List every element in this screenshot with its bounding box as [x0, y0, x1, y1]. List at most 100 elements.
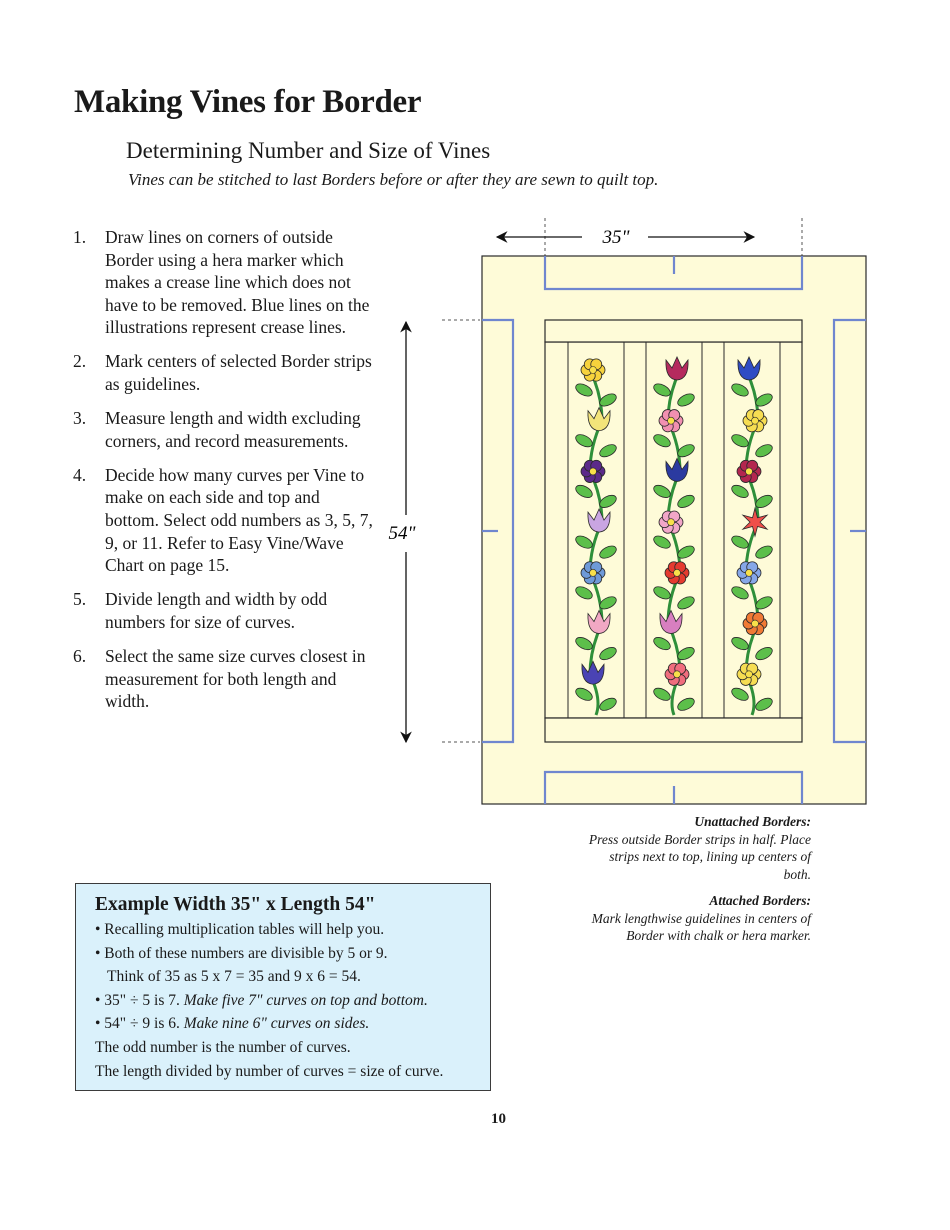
- example-bullet-continued: Think of 35 as 5 x 7 = 35 and 9 x 6 = 54…: [107, 968, 361, 986]
- vine-leaf: [599, 545, 617, 559]
- vine-leaf: [653, 434, 671, 448]
- flower-center: [589, 467, 597, 476]
- step-text: Decide how many curves per Vine to make …: [105, 464, 373, 576]
- vine-leaf: [599, 697, 617, 711]
- vine-leaf: [653, 484, 671, 498]
- example-line: The length divided by number of curves =…: [95, 1062, 444, 1080]
- vine-leaf: [599, 393, 617, 407]
- vine-leaf: [677, 697, 695, 711]
- vine-leaf: [653, 535, 671, 549]
- vine-leaf: [677, 393, 695, 407]
- quilt-border-diagram: 35" 54": [389, 218, 867, 805]
- star-flower: [741, 506, 769, 538]
- flower-vines: [575, 356, 773, 716]
- example-title: Example Width 35" x Length 54": [95, 894, 376, 915]
- vine-leaf: [677, 444, 695, 458]
- flower-center: [673, 670, 681, 679]
- example-bullet: • 35" ÷ 5 is 7. Make five 7" curves on t…: [95, 989, 480, 1013]
- tulip-flower: [659, 609, 683, 634]
- example-bullet: • Both of these numbers are divisible by…: [95, 944, 388, 962]
- vine-leaf: [755, 697, 773, 711]
- vine-leaf: [731, 535, 749, 549]
- step-item: 5. Divide length and width by odd numbers…: [73, 588, 373, 633]
- vine-leaf: [599, 444, 617, 458]
- crease-lines: [482, 256, 866, 804]
- step-item: 4. Decide how many curves per Vine to mak…: [73, 464, 373, 577]
- vine-leaf: [575, 637, 593, 651]
- step-number: 3.: [73, 408, 87, 429]
- vine-leaf: [755, 545, 773, 559]
- vine-leaf: [575, 383, 593, 397]
- step-number: 5.: [73, 589, 87, 610]
- vine-leaf: [677, 647, 695, 661]
- tulip-flower: [587, 406, 611, 432]
- unattached-text: Press outside Border strips in half. Pla…: [588, 831, 811, 882]
- example-bullet-text: • 35" ÷ 5 is 7.: [95, 991, 184, 1009]
- example-bullet-emphasis: Make five 7" curves on top and bottom.: [183, 991, 428, 1009]
- unattached-heading: Unattached Borders:: [694, 814, 811, 829]
- flower-center: [673, 569, 681, 577]
- vine-leaf: [575, 434, 593, 448]
- vine-leaf: [599, 596, 617, 610]
- vine-leaf: [677, 545, 695, 559]
- steps-list: 1. Draw lines on corners of outside Borde…: [73, 226, 373, 724]
- flower-center: [589, 366, 597, 374]
- vine-leaf: [731, 434, 749, 448]
- step-number: 2.: [73, 351, 87, 372]
- vine-leaf: [575, 535, 593, 549]
- tulip-flower: [665, 457, 689, 482]
- vine-leaf: [677, 596, 695, 610]
- vine-leaf: [653, 687, 671, 701]
- flower-center: [745, 670, 753, 679]
- flower-center: [745, 569, 753, 577]
- vine-leaf: [575, 586, 593, 600]
- step-number: 1.: [73, 227, 87, 247]
- example-bullet-text: • 54" ÷ 9 is 6.: [95, 1015, 184, 1033]
- intro-text: Vines can be stitched to last Borders be…: [128, 170, 659, 189]
- inner-border-top: [544, 319, 803, 343]
- attached-heading: Attached Borders:: [709, 893, 811, 908]
- step-number: 6.: [73, 646, 87, 666]
- vine-leaf: [677, 494, 695, 508]
- dimension-guides: 35" 54": [389, 218, 803, 744]
- vine-leaf: [731, 586, 749, 600]
- tulip-flower: [665, 356, 689, 381]
- step-text: Divide length and width by odd numbers f…: [105, 589, 328, 632]
- example-line: The odd number is the number of curves.: [95, 1038, 351, 1056]
- vine-leaf: [653, 637, 671, 651]
- step-item: 1. Draw lines on corners of outside Borde…: [73, 226, 373, 339]
- page-title: Making Vines for Border: [74, 84, 422, 120]
- vine-leaf: [755, 393, 773, 407]
- vine-leaf: [755, 647, 773, 661]
- section-subtitle: Determining Number and Size of Vines: [126, 138, 491, 163]
- step-text: Select the same size curves closest in m…: [105, 646, 366, 712]
- tulip-flower: [587, 508, 611, 533]
- border-notes: Unattached Borders: Press outside Border…: [581, 813, 811, 945]
- step-text: Mark centers of selected Border strips a…: [105, 351, 372, 395]
- vine-leaf: [653, 383, 671, 397]
- vine-leaf: [755, 494, 773, 508]
- inner-border-bottom: [544, 717, 803, 743]
- length-label: 54": [389, 523, 417, 544]
- flower-center: [667, 518, 675, 526]
- vine-leaf: [731, 484, 749, 498]
- flower-center: [751, 619, 759, 628]
- vine-leaf: [653, 586, 671, 600]
- vine-leaf: [599, 647, 617, 661]
- step-number: 4.: [73, 464, 87, 485]
- flower-center: [589, 569, 597, 577]
- step-item: 6. Select the same size curves closest in…: [73, 645, 373, 713]
- step-text: Draw lines on corners of outside Border …: [105, 227, 370, 338]
- page-number: 10: [491, 1111, 506, 1127]
- step-item: 2. Mark centers of selected Border strips…: [73, 350, 373, 395]
- attached-text: Mark lengthwise guidelines in centers of…: [591, 910, 811, 944]
- example-box: Example Width 35" x Length 54" • Recalli…: [75, 883, 491, 1091]
- vine-leaf: [731, 383, 749, 397]
- vine-leaf: [599, 494, 617, 508]
- vine-leaf: [755, 444, 773, 458]
- vine-leaf: [575, 484, 593, 498]
- vine-leaf: [731, 687, 749, 701]
- step-text: Measure length and width excluding corne…: [105, 408, 361, 451]
- example-bullet: • Recalling multiplication tables will h…: [95, 921, 385, 938]
- tulip-flower: [737, 356, 761, 381]
